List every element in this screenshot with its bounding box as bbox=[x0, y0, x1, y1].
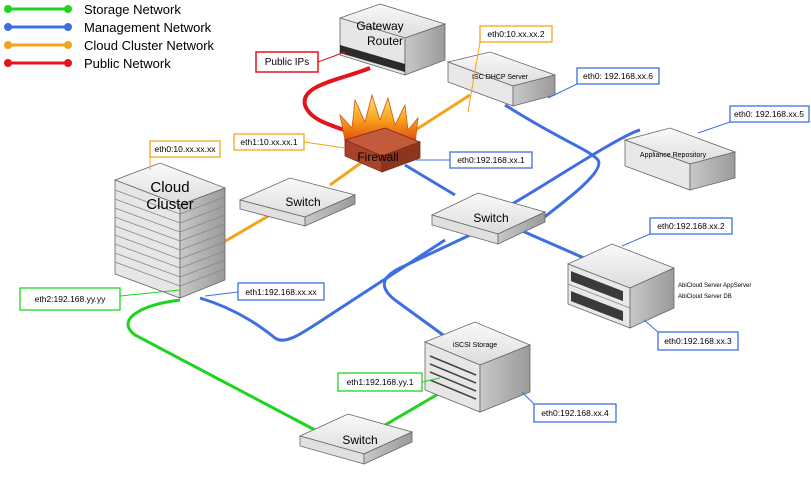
iscsi-disk-slots bbox=[429, 355, 477, 400]
link-mgmt-repo-switch bbox=[509, 128, 641, 207]
callout-abi-eth0-bottom: eth0:192.168.xx.3 bbox=[643, 319, 739, 351]
switch-center[interactable]: Switch bbox=[430, 192, 547, 245]
callout-abi-eth0-top-text: eth0:192.168.xx.2 bbox=[657, 221, 725, 231]
callout-abi-eth0-top: eth0:192.168.xx.2 bbox=[621, 217, 733, 247]
link-public-router-firewall bbox=[302, 66, 371, 134]
appliance-repository[interactable]: Appliance Repository bbox=[623, 127, 737, 191]
link-mgmt-cluster-switch bbox=[199, 238, 446, 342]
callout-fw-eth0-text: eth0:10.xx.xx.2 bbox=[487, 29, 544, 39]
switch-left[interactable]: Switch bbox=[238, 177, 357, 227]
legend-label-public: Public Network bbox=[84, 56, 171, 71]
appliance-repository-label: Appliance Repository bbox=[640, 152, 707, 159]
callout-repo-eth0: eth0: 192.168.xx.5 bbox=[697, 105, 810, 134]
callout-cluster-eth0: eth0:10.xx.xx.xx bbox=[149, 140, 221, 170]
firewall-label: Firewall bbox=[357, 150, 398, 164]
gateway-router-line2: Router bbox=[367, 34, 403, 48]
dhcp-server[interactable]: ISC DHCP Server bbox=[446, 51, 557, 107]
callout-cluster-eth0-text: eth0:10.xx.xx.xx bbox=[155, 144, 217, 154]
callout-dhcp-eth0: eth0: 192.168.xx.6 bbox=[547, 67, 660, 99]
gateway-router-line1: Gateway bbox=[356, 19, 403, 33]
link-mgmt-dhcp-abicloud bbox=[504, 103, 601, 230]
abicloud-bay-top bbox=[571, 271, 623, 302]
callout-public-ips-text: Public IPs bbox=[265, 57, 309, 68]
callout-iscsi-eth0: eth0:192.168.xx.4 bbox=[521, 391, 617, 423]
callout-fw-eth0: eth0:10.xx.xx.2 bbox=[467, 25, 553, 113]
dhcp-server-label: ISC DHCP Server bbox=[472, 74, 529, 81]
switch-bottom[interactable]: Switch bbox=[298, 413, 414, 465]
firewall-flames bbox=[339, 93, 419, 146]
cloud-cluster-line2: Cluster bbox=[146, 196, 194, 213]
cluster-server-slots bbox=[114, 189, 226, 287]
cloud-cluster-line1: Cloud bbox=[150, 179, 189, 196]
callout-fw-eth1: eth1:10.xx.xx.1 bbox=[233, 133, 346, 151]
firewall[interactable]: Firewall bbox=[339, 93, 422, 173]
legend-item-management: Management Network bbox=[4, 20, 212, 35]
link-mgmt-firewall-switch-center bbox=[404, 163, 456, 197]
iscsi-storage-label: iSCSI Storage bbox=[453, 342, 497, 349]
callout-fw-eth0-mgmt: eth0:192.168.xx.1 bbox=[415, 151, 533, 169]
abicloud-line1: AbiCloud Server AppServer bbox=[678, 283, 751, 289]
switch-bottom-label: Switch bbox=[342, 433, 377, 447]
legend-item-public: Public Network bbox=[4, 56, 171, 71]
callout-iscsi-eth1: eth1:192.168.yy.1 bbox=[337, 372, 441, 392]
link-storage-switch-iscsi bbox=[379, 388, 446, 430]
callout-cluster-eth1-text: eth1:192.168.xx.xx bbox=[245, 287, 317, 297]
legend-label-management: Management Network bbox=[84, 20, 212, 35]
legend-item-storage: Storage Network bbox=[4, 2, 181, 17]
callout-iscsi-eth1-text: eth1:192.168.yy.1 bbox=[347, 377, 414, 387]
iscsi-storage[interactable]: iSCSI Storage bbox=[423, 321, 532, 413]
callout-cluster-eth2-text: eth2:192.168.yy.yy bbox=[35, 294, 106, 304]
link-cluster-firewall-switch-left bbox=[329, 158, 366, 187]
callout-fw-eth1-text: eth1:10.xx.xx.1 bbox=[240, 137, 297, 147]
legend-label-cloud-cluster: Cloud Cluster Network bbox=[84, 38, 215, 53]
callout-public-ips: Public IPs bbox=[255, 51, 346, 73]
callout-cluster-eth1: eth1:192.168.xx.xx bbox=[204, 282, 325, 301]
callout-repo-eth0-text: eth0: 192.168.xx.5 bbox=[734, 109, 804, 119]
legend: Storage Network Management Network Cloud… bbox=[4, 2, 215, 71]
link-mgmt-switch-iscsi bbox=[382, 233, 471, 342]
callout-dhcp-eth0-text: eth0: 192.168.xx.6 bbox=[583, 71, 653, 81]
legend-label-storage: Storage Network bbox=[84, 2, 181, 17]
gateway-router[interactable]: Gateway Router bbox=[338, 3, 447, 76]
cloud-cluster[interactable]: Cloud Cluster bbox=[113, 162, 227, 299]
abicloud-line2: AbiCloud Server DB bbox=[678, 294, 732, 300]
callout-fw-eth0-mgmt-text: eth0:192.168.xx.1 bbox=[457, 155, 525, 165]
abicloud-bay-bottom bbox=[571, 291, 623, 322]
switch-center-label: Switch bbox=[473, 211, 508, 225]
callout-cluster-eth2: eth2:192.168.yy.yy bbox=[19, 287, 181, 311]
abicloud-servers[interactable]: AbiCloud Server AppServer AbiCloud Serve… bbox=[566, 243, 751, 329]
switch-left-label: Switch bbox=[285, 195, 320, 209]
legend-item-cloud-cluster: Cloud Cluster Network bbox=[4, 38, 215, 53]
link-storage-cluster-switch bbox=[126, 298, 316, 432]
callout-iscsi-eth0-text: eth0:192.168.xx.4 bbox=[541, 408, 609, 418]
callout-abi-eth0-bottom-text: eth0:192.168.xx.3 bbox=[664, 336, 732, 346]
